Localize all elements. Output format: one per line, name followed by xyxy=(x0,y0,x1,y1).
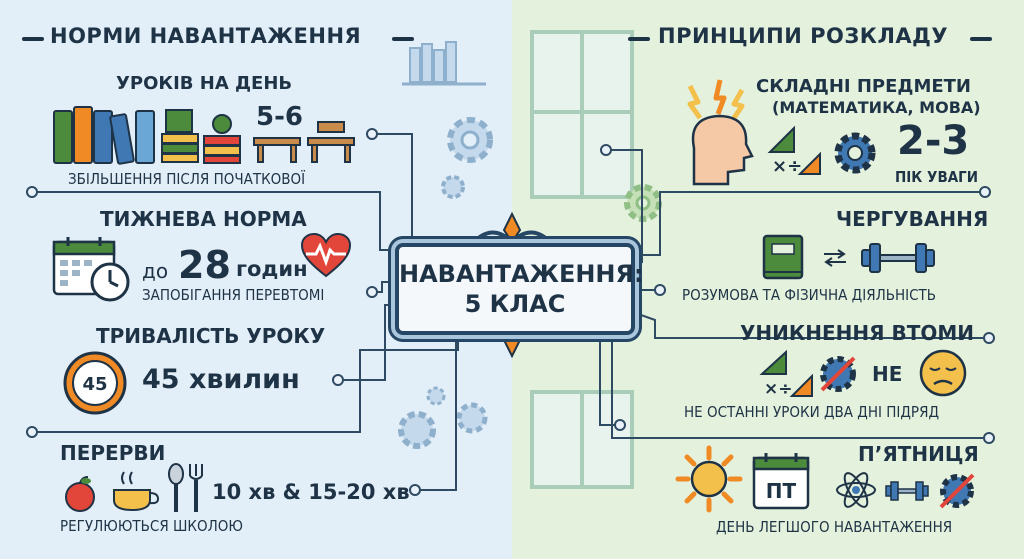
no-gear-icon xyxy=(939,473,975,509)
dumbbell-icon xyxy=(885,481,929,501)
header-rule-left xyxy=(392,37,414,41)
weekly-prefix: до xyxy=(142,259,169,283)
friday-calendar-icon: ПТ xyxy=(752,453,810,510)
gear-icon xyxy=(426,386,446,406)
lessons-per-day-title: УРОКІВ НА ДЕНЬ xyxy=(116,73,293,94)
shelf-books-icon xyxy=(402,41,486,86)
alternation-title: ЧЕРГУВАННЯ xyxy=(836,207,989,231)
fatigue-not-label: НЕ xyxy=(872,362,903,386)
breaks-title: ПЕРЕРВИ xyxy=(60,441,166,465)
lesson-duration-title: ТРИВАЛІСТЬ УРОКУ xyxy=(96,324,326,348)
center-title-box: НАВАНТАЖЕННЯ: 5 КЛАС xyxy=(395,243,644,335)
apple-books-icon xyxy=(203,114,241,164)
friday-title: П’ЯТНИЦЯ xyxy=(858,442,979,466)
header-rule-right xyxy=(628,37,650,41)
center-title-line1: НАВАНТАЖЕННЯ: xyxy=(399,260,644,288)
lessons-per-day-value: 5-6 xyxy=(256,102,303,132)
svg-text:×÷: ×÷ xyxy=(764,379,793,399)
header-rule-left xyxy=(22,37,44,41)
calendar-clock-icon xyxy=(52,237,130,302)
swap-arrows-icon xyxy=(824,249,846,267)
weekly-unit: годин xyxy=(236,257,308,281)
svg-text:×÷: ×÷ xyxy=(772,156,802,177)
apple-icon xyxy=(65,476,95,512)
lesson-duration-value: 45 хвилин xyxy=(142,364,300,395)
gear-icon xyxy=(447,117,493,163)
book-icon xyxy=(762,234,804,280)
no-gear-icon xyxy=(820,356,856,392)
heart-pulse-icon xyxy=(300,232,352,278)
hard-subjects-note: ПІК УВАГИ xyxy=(895,168,979,186)
breaks-note: РЕГУЛЮЮТЬСЯ ШКОЛОЮ xyxy=(60,517,243,535)
hard-subjects-value: 2-3 xyxy=(897,118,970,164)
book-stack-icon xyxy=(161,109,199,163)
headache-head-icon xyxy=(687,79,754,186)
alternation-note: РОЗУМОВА ТА ФІЗИЧНА ДІЯЛЬНІСТЬ xyxy=(682,286,937,304)
fatigue-title: УНИКНЕННЯ ВТОМИ xyxy=(740,321,975,345)
breaks-value: 10 хв & 15-20 хв xyxy=(212,480,410,504)
friday-note: ДЕНЬ ЛЕГШОГО НАВАНТАЖЕННЯ xyxy=(716,518,953,536)
center-title-line2: 5 КЛАС xyxy=(464,290,566,318)
coffee-cup-icon xyxy=(113,471,160,512)
school-desk-icon xyxy=(307,121,355,163)
cutlery-icon xyxy=(168,463,203,512)
lessons-per-day-note: ЗБІЛЬШЕННЯ ПІСЛЯ ПОЧАТКОВОЇ xyxy=(68,170,306,188)
weekly-note: ЗАПОБІГАННЯ ПЕРЕВТОМІ xyxy=(142,286,325,304)
weekly-number: 28 xyxy=(178,243,231,287)
gear-icon xyxy=(398,411,436,449)
math-tools-icon: ×÷ xyxy=(767,125,821,177)
hard-subjects-subtitle: (МАТЕМАТИКА, МОВА) xyxy=(772,98,981,117)
header-rule-right xyxy=(970,37,992,41)
atom-icon xyxy=(836,472,876,508)
hard-subjects-title: СКЛАДНІ ПРЕДМЕТИ xyxy=(756,76,971,97)
gear-icon xyxy=(441,175,465,199)
window-bottom-icon xyxy=(530,390,634,489)
gear-icon xyxy=(834,132,876,174)
fatigue-note: НЕ ОСТАННІ УРОКИ ДВА ДНІ ПІДРЯД xyxy=(684,403,939,421)
left-section-title: НОРМИ НАВАНТАЖЕННЯ xyxy=(50,24,362,48)
right-section-title: ПРИНЦИПИ РОЗКЛАДУ xyxy=(658,24,949,48)
timer-icon: 45 xyxy=(63,351,127,415)
timer-label: 45 xyxy=(82,374,107,395)
books-icon xyxy=(53,106,155,165)
tired-face-icon xyxy=(919,349,967,397)
gear-icon xyxy=(456,402,488,434)
dumbbell-icon xyxy=(861,243,935,273)
window-top-icon xyxy=(530,30,634,199)
sun-icon xyxy=(675,445,743,513)
center-ornament-icon xyxy=(470,211,554,246)
math-tools-icon: ×÷ xyxy=(759,349,813,399)
desk-icon xyxy=(253,137,301,163)
weekly-norm-title: ТИЖНЕВА НОРМА xyxy=(100,207,307,231)
friday-calendar-label: ПТ xyxy=(766,479,797,503)
